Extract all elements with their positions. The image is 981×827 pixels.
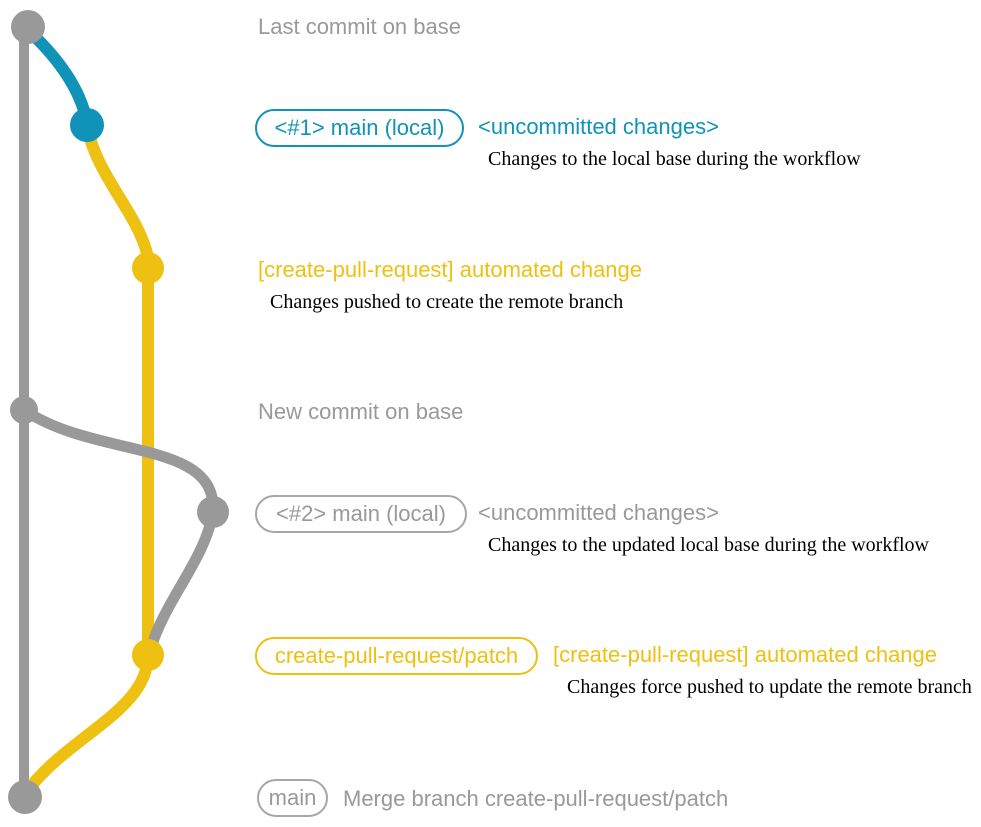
commit-node-uncommitted-changes-1 [70, 108, 104, 142]
branch-badge-create-pull-request-patch-label: create-pull-request/patch [274, 643, 519, 668]
caption-new-commit-on-base: New commit on base [258, 399, 464, 424]
description-automated-change-2: Changes force pushed to update the remot… [567, 676, 972, 698]
caption-merge-branch: Merge branch create-pull-request/patch [343, 786, 729, 811]
commit-node-last-commit-on-base [11, 10, 45, 44]
updated-local-branch-in-line [145, 506, 219, 654]
branch-badge-main-local-2: <#2> main (local) [255, 495, 467, 533]
caption-last-commit-on-base: Last commit on base [258, 14, 461, 39]
commit-node-new-commit-on-base [10, 396, 38, 424]
description-uncommitted-changes-2: Changes to the updated local base during… [488, 534, 929, 556]
updated-local-branch-out-line [18, 404, 219, 514]
branch-badge-main: main [257, 779, 328, 817]
commit-node-uncommitted-changes-2 [197, 496, 229, 528]
branch-badge-create-pull-request-patch: create-pull-request/patch [255, 637, 538, 675]
heading-automated-change-2: [create-pull-request] automated change [553, 642, 938, 667]
commit-node-automated-change-2 [132, 639, 164, 671]
branch-badge-main-local-1: <#1> main (local) [255, 109, 464, 147]
branch-badge-main-label: main [268, 785, 317, 810]
heading-uncommitted-changes-2: <uncommitted changes> [478, 500, 719, 525]
commit-node-automated-change-1 [132, 252, 164, 284]
branch-badge-main-local-2-label: <#2> main (local) [276, 501, 446, 526]
heading-uncommitted-changes-1: <uncommitted changes> [478, 114, 719, 139]
patch-branch-line [22, 119, 154, 796]
description-automated-change-1: Changes pushed to create the remote bran… [270, 291, 624, 313]
commit-node-merge-commit [8, 780, 42, 814]
heading-automated-change-1: [create-pull-request] automated change [258, 257, 643, 282]
branch-badge-main-local-1-label: <#1> main (local) [274, 115, 445, 140]
uncommitted-branch-line [22, 24, 93, 128]
description-uncommitted-changes-1: Changes to the local base during the wor… [488, 148, 861, 170]
